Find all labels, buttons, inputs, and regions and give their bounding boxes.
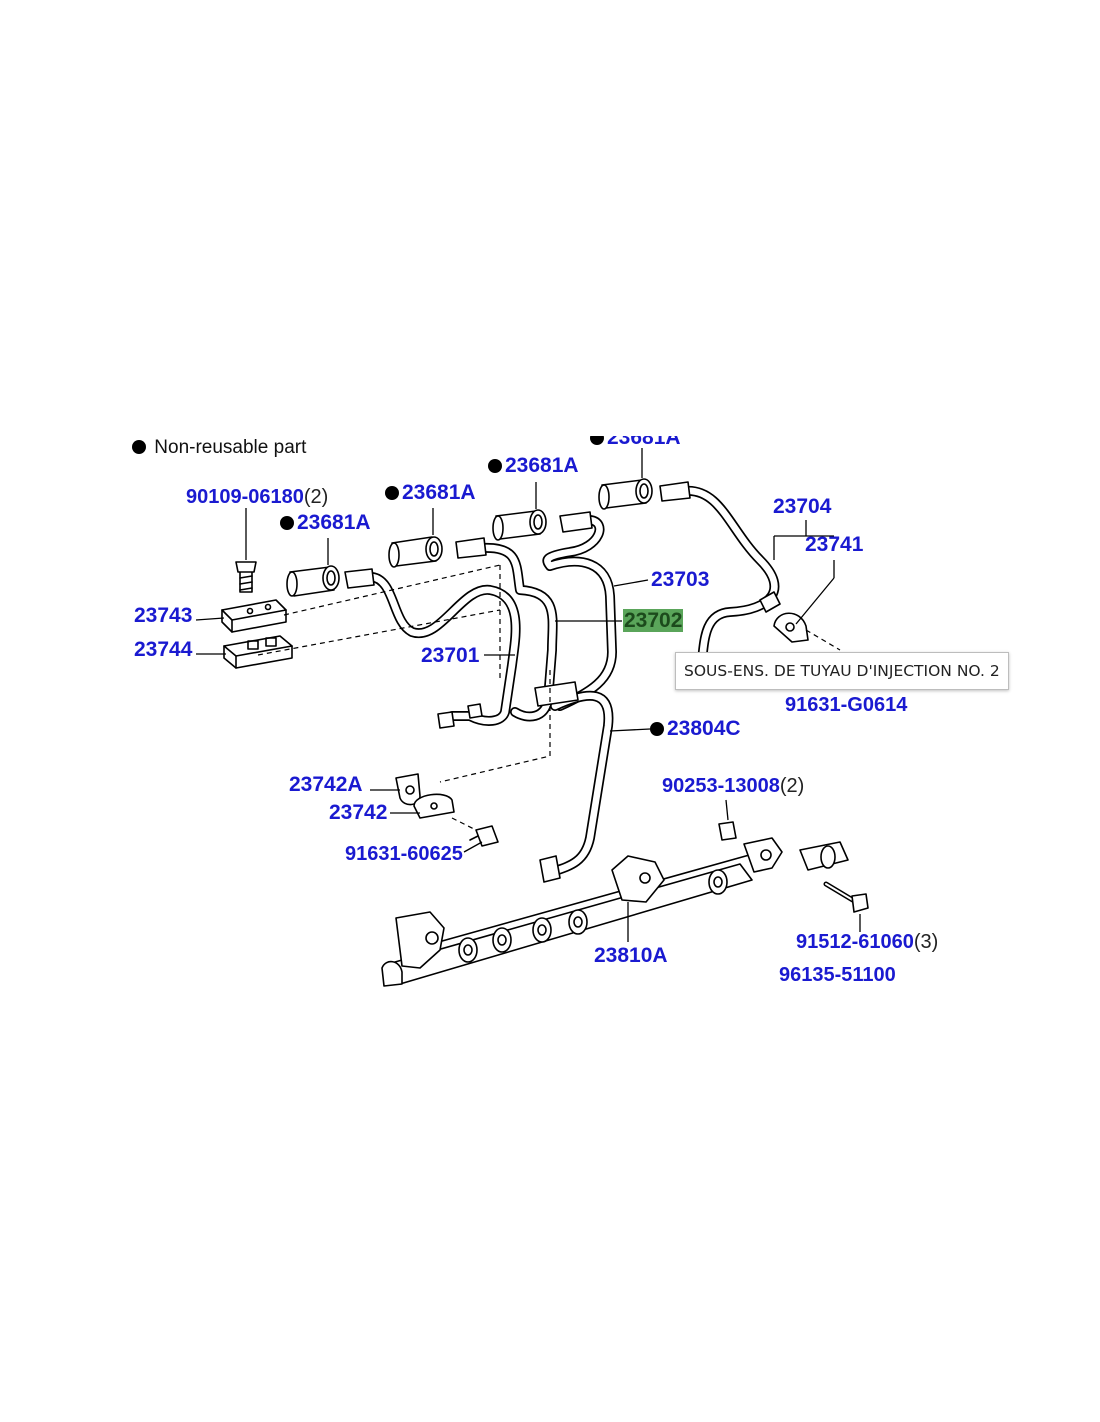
crop-mask (560, 416, 760, 436)
leader-lines (195, 448, 861, 942)
part-label-91631-G0614[interactable]: 91631-G0614 (785, 694, 908, 716)
rail-outlets (458, 869, 728, 963)
clamp-23743[interactable] (221, 599, 287, 633)
bolt-90109[interactable] (235, 561, 257, 593)
part-tooltip: SOUS-ENS. DE TUYAU D'INJECTION NO. 2 (675, 652, 1009, 690)
pipe-23804C[interactable] (547, 690, 614, 877)
part-label-90253-13008[interactable]: 90253-13008(2) (662, 775, 805, 797)
non-reusable-marker-icon (488, 459, 502, 473)
part-label-23702[interactable]: 23702 (623, 609, 684, 633)
legend-text: Non-reusable part (154, 437, 307, 458)
part-label-23810A[interactable]: 23810A (594, 944, 668, 967)
grommet-on-23704 (759, 591, 781, 613)
legend: Non-reusable part (132, 436, 306, 460)
bolt-91512[interactable] (823, 881, 869, 913)
dashed-guides (257, 564, 841, 831)
bolt-91631-60625[interactable] (469, 825, 499, 847)
part-label-90109-06180[interactable]: 90109-06180(2) (186, 486, 329, 508)
part-label-96135-51100[interactable]: 96135-51100 (779, 964, 896, 986)
non-reusable-marker-icon (385, 486, 399, 500)
part-label-23681A-3[interactable]: 23681A (385, 481, 476, 505)
quantity: (2) (303, 486, 329, 508)
non-reusable-marker-icon (650, 722, 664, 736)
pipe-23703[interactable] (542, 515, 617, 711)
nozzle-holder-3[interactable] (492, 509, 593, 541)
part-label-23703[interactable]: 23703 (651, 568, 710, 591)
bolt-90253[interactable] (718, 821, 737, 841)
quantity: (2) (779, 775, 805, 797)
part-label-23704[interactable]: 23704 (773, 495, 832, 518)
non-reusable-marker-icon (280, 516, 294, 530)
part-label-23804C[interactable]: 23804C (650, 717, 741, 741)
highlight: 23702 (623, 609, 684, 632)
part-label-23681A-2[interactable]: 23681A (488, 454, 579, 478)
clamp-23742A[interactable] (395, 773, 421, 806)
non-reusable-marker-icon (132, 440, 146, 454)
part-label-23681A-4[interactable]: 23681A (280, 511, 371, 535)
pipe-end-fittings (437, 681, 579, 883)
nozzle-holder-2[interactable] (388, 536, 487, 568)
part-label-23744[interactable]: 23744 (134, 638, 193, 661)
clamp-23744[interactable] (223, 635, 293, 669)
part-label-23742A[interactable]: 23742A (289, 773, 363, 796)
part-label-91631-60625[interactable]: 91631-60625 (345, 843, 463, 865)
part-label-23742[interactable]: 23742 (329, 801, 388, 824)
pipe-23702[interactable] (477, 542, 558, 722)
part-label-23741[interactable]: 23741 (805, 533, 864, 556)
part-label-23743[interactable]: 23743 (134, 604, 193, 627)
common-rail-23810A[interactable] (381, 837, 849, 987)
nozzle-holder-4[interactable] (598, 478, 691, 510)
part-label-23701[interactable]: 23701 (421, 644, 480, 667)
clamp-23741[interactable] (773, 612, 809, 643)
pipe-23701[interactable] (367, 572, 521, 726)
nozzle-holder-1[interactable] (286, 565, 375, 597)
clamp-23742[interactable] (413, 793, 455, 819)
part-label-91512-61060[interactable]: 91512-61060(3) (796, 931, 939, 953)
quantity: (3) (913, 931, 939, 953)
